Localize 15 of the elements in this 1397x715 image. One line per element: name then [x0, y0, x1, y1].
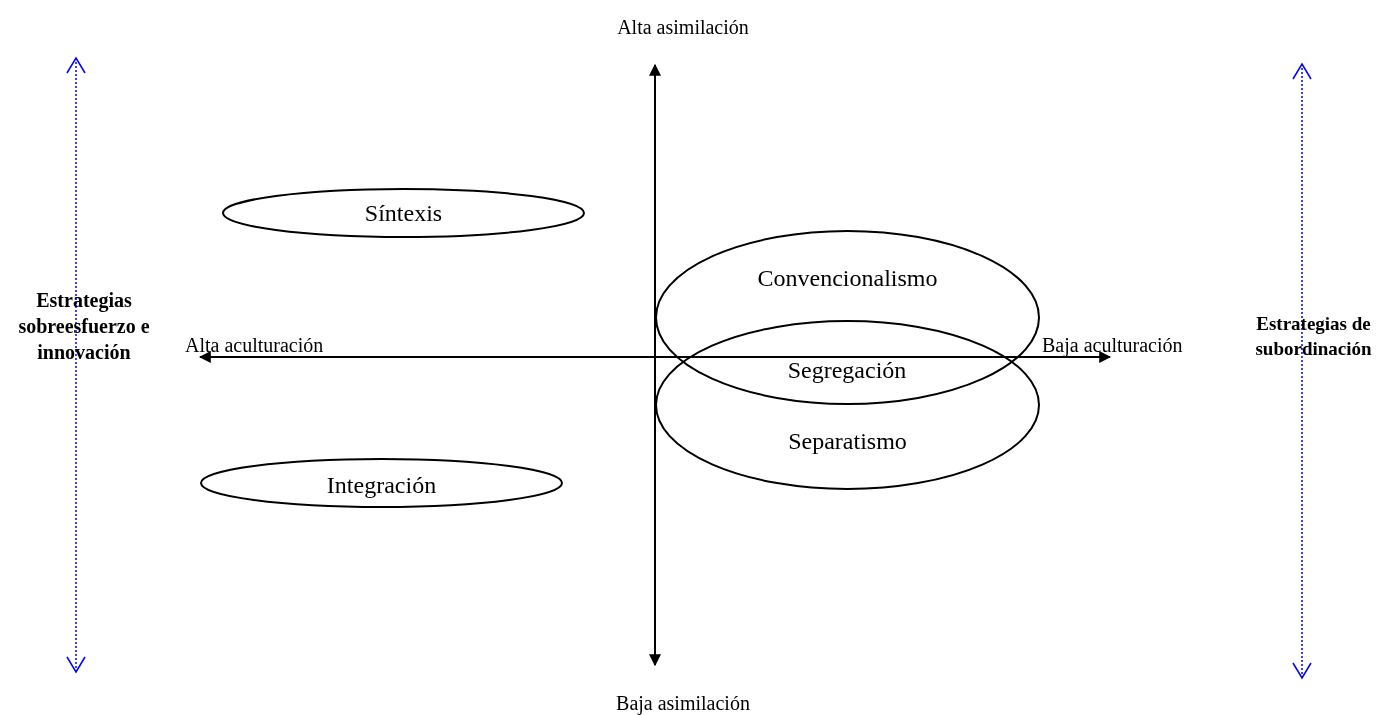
node-label: Convencionalismo	[757, 264, 938, 293]
ellipse-node	[200, 458, 563, 508]
ellipse-node	[655, 230, 1040, 405]
ellipse-node	[655, 320, 1040, 490]
axis-label: Baja asimilación	[615, 691, 751, 715]
strategy-label: Estrategias de subordinación	[1254, 312, 1373, 361]
strategy-label: Estrategias sobreesfuerzo e innovación	[17, 288, 151, 365]
axis-label: Baja aculturación	[1042, 333, 1184, 358]
node-label: Separatismo	[788, 427, 907, 456]
axis-label: Alta aculturación	[185, 333, 325, 358]
ellipse-node	[222, 188, 585, 238]
node-label: Integración	[326, 471, 437, 500]
region-label: Segregación	[786, 356, 908, 385]
node-label: Síntexis	[364, 199, 443, 228]
axis-label: Alta asimilación	[616, 15, 750, 40]
